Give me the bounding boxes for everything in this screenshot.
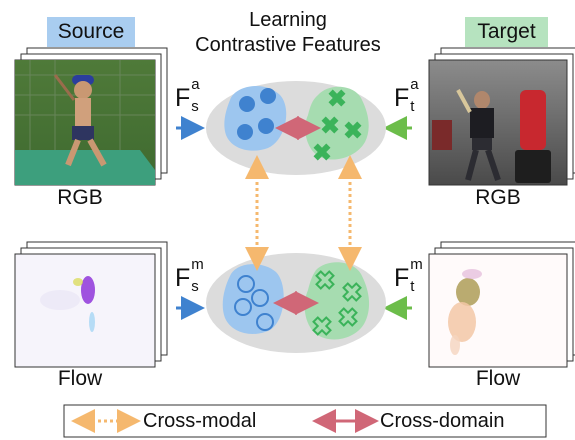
diagram-title: Learning Contrastive Features (178, 8, 398, 58)
target-rgb-label: RGB (475, 186, 521, 209)
legend-cross-domain-label: Cross-domain (380, 410, 505, 432)
source-label: Source (47, 17, 135, 47)
target-feature-cross (315, 270, 335, 290)
target-rgb-image-stack (428, 47, 575, 186)
source-rgb-label: RGB (57, 186, 103, 209)
title-line-1: Learning (249, 9, 327, 31)
rgb-feature-space (206, 81, 386, 175)
source-feature-point (237, 275, 255, 293)
flow-feature-space (206, 253, 386, 353)
target-feature-cross (338, 307, 358, 327)
title-line-2: Contrastive Features (195, 34, 381, 56)
source-feature-point (239, 96, 255, 112)
source-feature-point (251, 289, 269, 307)
target-label: Target (465, 17, 548, 47)
source-feature-point (256, 313, 274, 331)
target-feature-cross (321, 116, 339, 134)
source-feature-point (258, 118, 274, 134)
target-flow-image-stack (428, 241, 575, 368)
source-feature-point (237, 124, 253, 140)
target-feature-cross (342, 282, 362, 302)
source-feature-point (234, 298, 252, 316)
source-rgb-image-stack (14, 47, 168, 186)
target-feature-cross (328, 89, 346, 107)
target-feature-cross (344, 121, 362, 139)
source-flow-image-stack (14, 241, 168, 368)
target-flow-label: Flow (475, 367, 521, 390)
source-feature-point (260, 88, 276, 104)
legend-cross-modal-label: Cross-modal (143, 410, 257, 432)
legend-box (63, 404, 547, 438)
source-flow-label: Flow (57, 367, 103, 390)
target-feature-cross (312, 316, 332, 336)
target-feature-cross (313, 143, 331, 161)
